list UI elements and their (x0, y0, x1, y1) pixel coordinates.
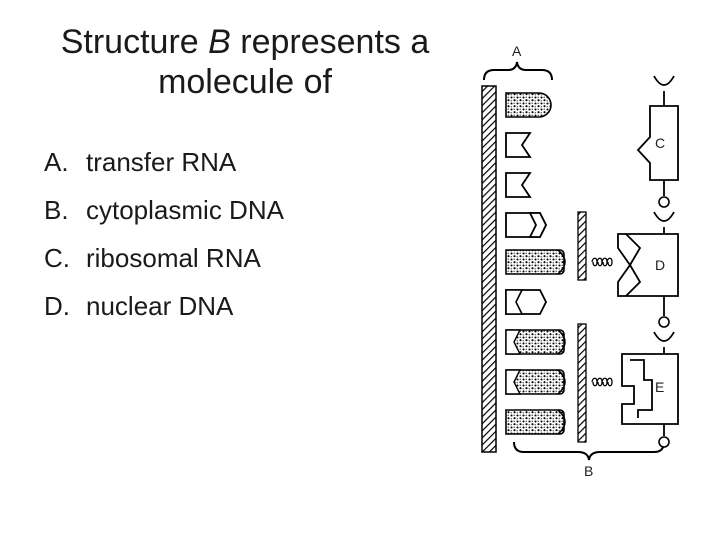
label-a: A (512, 43, 522, 59)
option-letter: A. (44, 147, 69, 177)
label-c: C (655, 135, 665, 151)
notch-receptor (505, 329, 522, 355)
coil-connector (591, 257, 613, 267)
option-letter: D. (44, 291, 70, 321)
dotted-molecule (505, 329, 565, 355)
molecule-bracket (557, 369, 566, 395)
molecule-bracket (557, 409, 566, 435)
dotted-molecule (505, 409, 565, 435)
option-text: nuclear DNA (86, 291, 234, 321)
option-text: ribosomal RNA (86, 243, 261, 273)
label-b: B (584, 463, 593, 479)
brace-b (513, 441, 665, 461)
option-text: transfer RNA (86, 147, 237, 177)
molecule-bracket (557, 249, 566, 275)
cup-receptor (653, 75, 675, 86)
membrane-bar (481, 85, 497, 453)
hatched-bar-b-lower (577, 323, 587, 443)
label-e: E (655, 379, 664, 395)
hatched-bar-b-upper (577, 211, 587, 281)
chevron-inner (528, 212, 548, 238)
molecule-e (621, 353, 679, 425)
protein-synthesis-diagram: A B C D E (481, 43, 679, 479)
label-d: D (655, 257, 665, 273)
option-text: cytoplasmic DNA (86, 195, 284, 225)
molecule-d-zigzag (625, 233, 642, 297)
dotted-molecule (505, 249, 565, 275)
molecule-bracket (557, 329, 566, 355)
option-d[interactable]: D. nuclear DNA (44, 282, 284, 330)
question-title: Structure B represents a molecule of (20, 22, 470, 102)
molecule-e-step (630, 359, 653, 418)
cup-receptor (653, 331, 675, 342)
notch-receptor (505, 289, 524, 315)
title-structure-letter: B (208, 23, 231, 61)
notch-receptor (505, 132, 532, 158)
title-text-end: represents a (230, 23, 430, 61)
molecule-c (636, 105, 679, 181)
option-c[interactable]: C. ribosomal RNA (44, 234, 284, 282)
answer-options: A. transfer RNA B. cytoplasmic DNA C. ribos… (44, 138, 284, 330)
connector-ring (658, 196, 670, 208)
coil-connector (591, 377, 613, 387)
brace-a (483, 61, 553, 81)
connector-ring (658, 436, 670, 448)
molecule-d (617, 233, 679, 297)
notch-receptor (505, 369, 522, 395)
option-letter: B. (44, 195, 69, 225)
cup-receptor (653, 211, 675, 222)
option-b[interactable]: B. cytoplasmic DNA (44, 186, 284, 234)
option-letter: C. (44, 243, 70, 273)
title-text-start: Structure (60, 23, 209, 61)
option-a[interactable]: A. transfer RNA (44, 138, 284, 186)
connector-ring (658, 316, 670, 328)
dotted-molecule (505, 369, 565, 395)
title-line-2: molecule of (158, 63, 332, 102)
notch-receptor (505, 172, 532, 198)
dotted-molecule (505, 92, 552, 118)
